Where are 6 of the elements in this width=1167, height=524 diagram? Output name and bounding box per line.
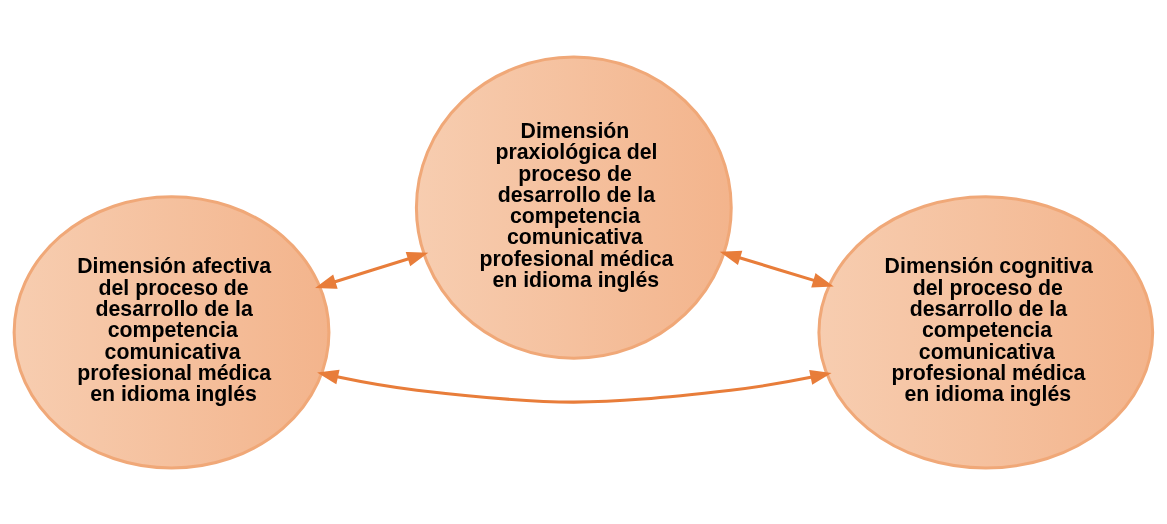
- arrow: [315, 251, 429, 289]
- node-ellipse: Dimensión cognitiva del proceso de desarrollo de la competencia comunicativa profesional médica en idioma inglés: [817, 194, 1155, 470]
- node-ellipse: Dimensión afectiva del proceso de desarrollo de la competencia comunicativa profesional médica en idioma inglés: [12, 194, 331, 470]
- node-circle: Dimensión praxiológica del proceso de desarrollo de la competencia comunicativa profesional médica en idioma inglés: [414, 55, 733, 360]
- arrow: [317, 369, 832, 404]
- arrow: [719, 250, 834, 287]
